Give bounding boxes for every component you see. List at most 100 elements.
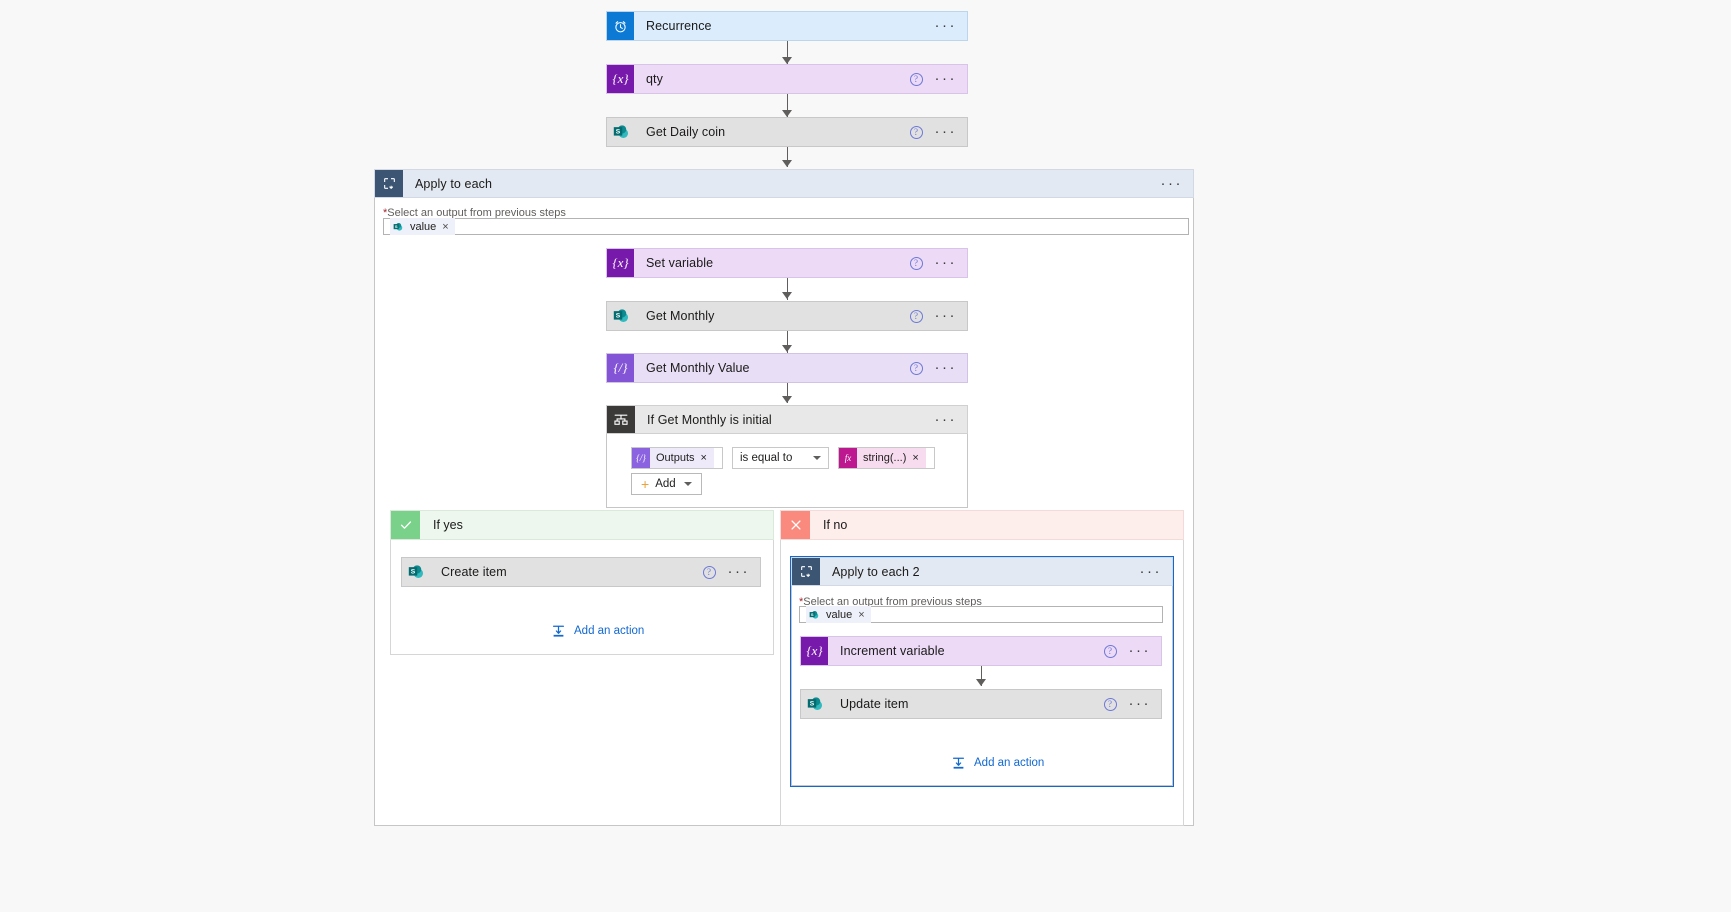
node-menu-button[interactable]: ··· <box>1128 642 1151 659</box>
node-menu-button[interactable]: ··· <box>934 359 957 376</box>
token-label: value <box>826 608 853 621</box>
flow-node-get-daily-coin[interactable]: S Get Daily coin ? ··· <box>606 117 968 147</box>
insert-icon <box>552 625 565 637</box>
scope2-field-label: *Select an output from previous steps <box>799 596 982 608</box>
token-label: value <box>410 220 437 233</box>
compose-icon: {/} <box>607 354 634 382</box>
connector-arrow <box>782 345 792 352</box>
node-menu-button[interactable]: ··· <box>1128 695 1151 712</box>
condition-operator-select[interactable]: is equal to <box>731 447 829 469</box>
required-marker: * <box>383 207 388 219</box>
scope-output-input[interactable]: S value × <box>383 218 1189 235</box>
connector <box>981 666 982 686</box>
flow-node-title: Get Monthly Value <box>646 361 750 375</box>
help-icon[interactable]: ? <box>1103 697 1117 711</box>
flow-node-qty[interactable]: {x} qty ? ··· <box>606 64 968 94</box>
connector-arrow <box>976 679 986 686</box>
flow-node-recurrence[interactable]: Recurrence ··· <box>606 11 968 41</box>
flow-node-update-item[interactable]: S Update item ? ··· <box>800 689 1162 719</box>
token-remove-icon[interactable]: × <box>700 452 707 464</box>
token-label: Outputs <box>656 452 695 464</box>
sharepoint-icon: S <box>402 558 429 586</box>
flow-node-create-item[interactable]: S Create item ? ··· <box>401 557 761 587</box>
connector <box>787 147 788 167</box>
flow-node-increment-variable[interactable]: {x} Increment variable ? ··· <box>800 636 1162 666</box>
token-value[interactable]: S value × <box>390 218 455 235</box>
token-remove-icon[interactable]: × <box>442 220 449 233</box>
help-icon[interactable]: ? <box>702 565 716 579</box>
condition-right-operand[interactable]: fx string(...) × <box>837 447 935 469</box>
svg-text:S: S <box>395 224 398 229</box>
node-menu-button[interactable]: ··· <box>934 307 957 324</box>
condition-title: If Get Monthly is initial <box>647 412 772 427</box>
help-icon[interactable]: ? <box>1103 644 1117 658</box>
node-menu-button[interactable]: ··· <box>934 254 957 271</box>
connector <box>787 94 788 118</box>
flow-node-get-monthly-value[interactable]: {/} Get Monthly Value ? ··· <box>606 353 968 383</box>
add-an-action-yes[interactable]: Add an action <box>551 624 644 638</box>
help-icon[interactable]: ? <box>909 256 923 270</box>
condition-body <box>606 434 968 508</box>
help-icon[interactable]: ? <box>909 72 923 86</box>
connector-arrow <box>782 160 792 167</box>
branch-label: If yes <box>433 518 463 532</box>
node-menu-button[interactable]: ··· <box>934 123 957 140</box>
scope-apply-to-each-header[interactable]: Apply to each ··· <box>374 169 1194 198</box>
connector <box>787 383 788 403</box>
scope-field-label: *Select an output from previous steps <box>383 207 566 219</box>
field-label-text: Select an output from previous steps <box>387 207 566 219</box>
sharepoint-icon: S <box>801 690 828 718</box>
flow-node-get-monthly[interactable]: S Get Monthly ? ··· <box>606 301 968 331</box>
condition-left-operand[interactable]: {/} Outputs × <box>631 447 723 469</box>
expression-fx-icon: fx <box>838 448 857 468</box>
flow-node-title: Get Daily coin <box>646 125 726 139</box>
add-an-action-nested[interactable]: Add an action <box>951 756 1044 770</box>
required-marker: * <box>799 596 804 608</box>
scope-apply-to-each-2-header[interactable]: Apply to each 2 ··· <box>791 557 1173 586</box>
connector-arrow <box>782 57 792 64</box>
scope-menu-button[interactable]: ··· <box>1139 562 1162 580</box>
flow-node-title: qty <box>646 72 663 86</box>
help-icon[interactable]: ? <box>909 361 923 375</box>
condition-add-button[interactable]: + Add <box>631 473 702 495</box>
token-label: string(...) <box>862 452 907 464</box>
node-menu-button[interactable]: ··· <box>934 17 957 34</box>
token-remove-icon[interactable]: × <box>912 452 919 464</box>
canvas-right-empty-area <box>1397 0 1731 912</box>
token-value[interactable]: S value × <box>806 606 871 623</box>
sharepoint-icon: S <box>393 222 403 231</box>
sharepoint-icon: S <box>607 302 634 330</box>
branch-if-yes-header[interactable]: If yes <box>390 510 774 540</box>
scope-title: Apply to each <box>415 176 493 191</box>
scope2-output-input[interactable]: S value × <box>799 606 1163 623</box>
branch-if-no-header[interactable]: If no <box>780 510 1184 540</box>
variable-icon: {x} <box>607 249 634 277</box>
add-button-label: Add <box>655 478 676 490</box>
chevron-down-icon <box>683 482 692 486</box>
svg-text:S: S <box>410 569 415 576</box>
flow-node-set-variable[interactable]: {x} Set variable ? ··· <box>606 248 968 278</box>
insert-icon <box>952 757 965 769</box>
foreach-icon <box>792 558 820 585</box>
condition-header[interactable]: If Get Monthly is initial ··· <box>606 405 968 434</box>
help-icon[interactable]: ? <box>909 125 923 139</box>
token-remove-icon[interactable]: × <box>858 608 865 621</box>
connector <box>787 278 788 300</box>
node-menu-button[interactable]: ··· <box>727 563 750 580</box>
field-label-text: Select an output from previous steps <box>803 596 982 608</box>
foreach-icon <box>375 170 403 197</box>
branch-label: If no <box>823 518 848 532</box>
chevron-down-icon <box>812 456 821 460</box>
scope-menu-button[interactable]: ··· <box>1160 174 1183 192</box>
svg-text:S: S <box>811 612 814 617</box>
flow-node-title: Get Monthly <box>646 309 715 323</box>
svg-text:S: S <box>809 701 814 708</box>
connector-arrow <box>782 396 792 403</box>
svg-text:S: S <box>615 129 620 136</box>
clock-icon <box>607 12 634 40</box>
node-menu-button[interactable]: ··· <box>934 70 957 87</box>
scope-title: Apply to each 2 <box>832 564 920 579</box>
condition-menu-button[interactable]: ··· <box>934 410 957 428</box>
help-icon[interactable]: ? <box>909 309 923 323</box>
add-an-action-label: Add an action <box>574 625 645 637</box>
